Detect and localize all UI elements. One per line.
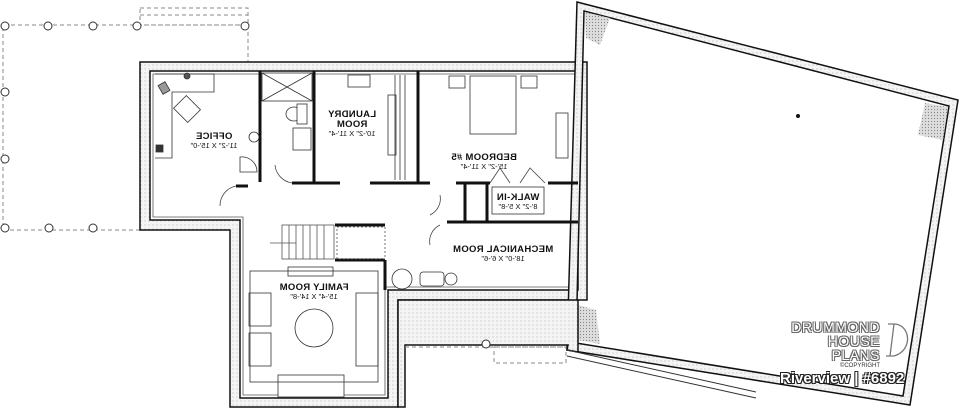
drummond-d-logo-icon — [886, 323, 909, 357]
room-office: OFFICE 11'-2" X 15'-0" — [184, 131, 244, 150]
copyright-text: ©COPYRIGHT — [839, 363, 880, 369]
room-walk-in: WALK-IN 8'-2" X 5'-8" — [492, 192, 544, 211]
lower-bump — [397, 299, 579, 408]
office-furniture — [155, 72, 260, 173]
bedroom-furniture — [448, 75, 569, 215]
laundry — [347, 74, 406, 180]
plan-title: Riverview | #6892 — [780, 370, 905, 387]
doors — [219, 164, 546, 246]
room-bedroom-5-dimensions: 15'-2" X 11'-4" — [460, 161, 508, 171]
room-walk-in-dimensions: 8'-2" X 5'-8" — [498, 201, 538, 211]
family-room-furniture — [248, 266, 379, 398]
room-mechanical: MECHANICAL ROOM 18'-0" X 6'-6" — [448, 244, 558, 263]
room-laundry-dimensions: 10'-2" X 11'-4" — [328, 128, 376, 138]
room-office-dimensions: 11'-2" X 15'-0" — [190, 140, 238, 150]
room-laundry: LAUNDRY ROOM 10'-2" X 11'-4" — [322, 109, 382, 138]
stairs — [270, 224, 386, 260]
brand-line2: HOUSE PLANS — [827, 333, 880, 363]
bathroom — [261, 72, 313, 151]
patio-outline — [2, 7, 249, 231]
room-bedroom-5: BEDROOM #5 15'-2" X 11'-4" — [444, 152, 524, 171]
brand-line1: DRUMMOND — [791, 319, 880, 335]
room-mechanical-dimensions: 18'-0" X 6'-6" — [481, 253, 525, 263]
garage — [566, 1, 959, 406]
interior-walls — [236, 71, 578, 290]
drummond-logo: DRUMMOND HOUSE PLANS ©COPYRIGHT — [780, 320, 880, 370]
mechanical-equipment — [391, 268, 458, 290]
patio-posts — [0, 21, 250, 233]
room-family: FAMILY ROOM 15'-4" X 14'-8" — [274, 282, 354, 301]
room-family-dimensions: 15'-4" X 14'-8" — [290, 291, 338, 301]
